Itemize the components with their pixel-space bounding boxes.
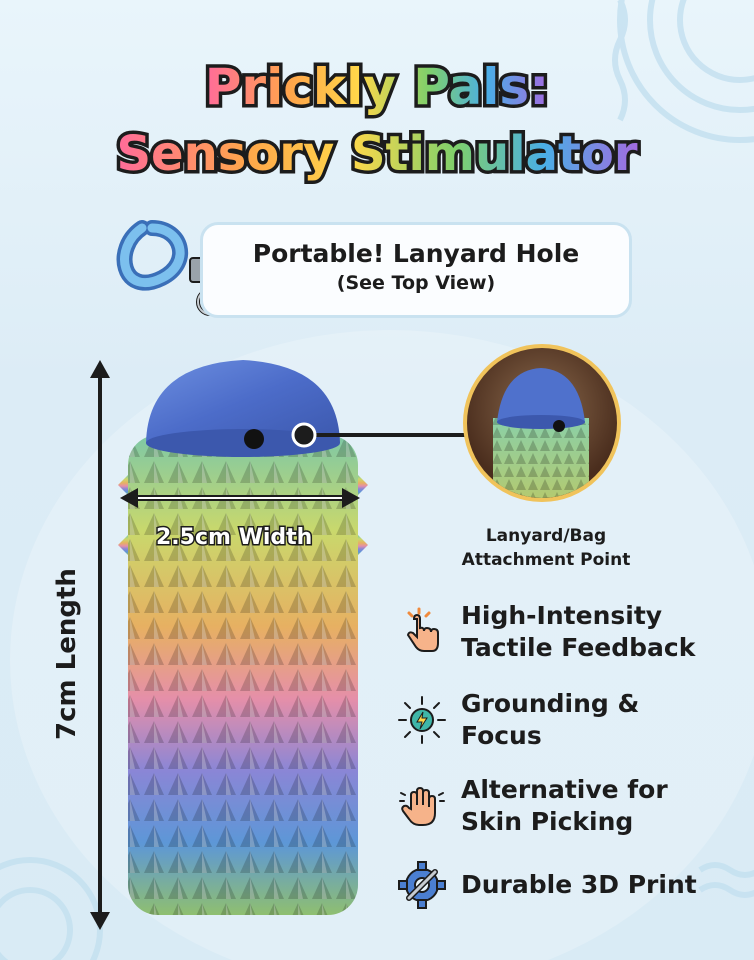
- callout-line: [291, 422, 465, 448]
- length-label: 7cm Length: [52, 568, 82, 740]
- feature-durable-line-1: Durable 3D Print: [461, 870, 697, 899]
- title-graphic: Prickly Pals: Sensory Stimulator: [113, 55, 641, 186]
- feature-durable: Durable 3D Print: [395, 858, 697, 912]
- length-arrow: [90, 360, 110, 930]
- width-label: 2.5cm Width: [154, 524, 313, 552]
- banner-headline: Portable! Lanyard Hole: [252, 239, 580, 268]
- feature-grounding: Grounding & Focus: [395, 688, 639, 752]
- product-fidget-image: [118, 360, 368, 915]
- banner-subline: (See Top View): [336, 272, 496, 294]
- grounding-focus-icon: [398, 696, 446, 744]
- inset-product-graphic: [493, 368, 589, 498]
- top-view-inset-image: [463, 344, 621, 502]
- title-line-1: Prickly Pals:: [205, 58, 549, 116]
- feature-tactile-line-2: Tactile Feedback: [461, 633, 696, 662]
- feature-tactile-line-1: High-Intensity: [461, 601, 663, 630]
- feature-tactile: High-Intensity Tactile Feedback: [395, 600, 695, 664]
- inset-caption: Lanyard/Bag Attachment Point: [440, 524, 652, 572]
- feature-skin-picking: Alternative for Skin Picking: [395, 774, 668, 838]
- pointing-hand-icon: [406, 607, 439, 652]
- open-hand-icon: [399, 786, 445, 826]
- inset-caption-line-1: Lanyard/Bag: [485, 526, 607, 546]
- feature-skin-picking-line-1: Alternative for: [461, 775, 668, 804]
- page-title: Prickly Pals: Sensory Stimulator: [0, 46, 754, 200]
- title-line-2: Sensory Stimulator: [116, 126, 637, 182]
- width-arrow: [120, 488, 360, 508]
- feature-grounding-line-2: Focus: [461, 721, 542, 750]
- inset-caption-line-2: Attachment Point: [461, 550, 631, 570]
- feature-skin-picking-line-2: Skin Picking: [461, 807, 634, 836]
- lanyard-banner: Portable! Lanyard Hole (See Top View): [200, 222, 632, 318]
- gear-wrench-icon: [398, 861, 446, 909]
- feature-grounding-line-1: Grounding &: [461, 689, 640, 718]
